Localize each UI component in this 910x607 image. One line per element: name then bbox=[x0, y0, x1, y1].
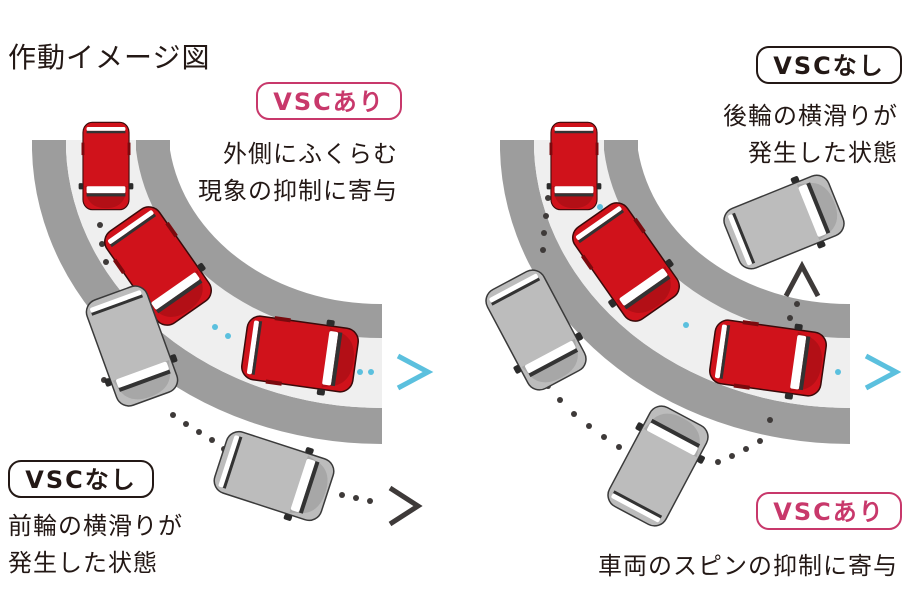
left-red-car-1 bbox=[78, 121, 134, 211]
right-vsc-on-desc: 車両のスピンの抑制に寄与 bbox=[598, 548, 898, 585]
left-vsc-off-desc-line-1: 前輪の横滑りが bbox=[8, 512, 183, 540]
left-vsc-off-arrow bbox=[388, 485, 423, 527]
left-vsc-off-badge: VSCなし bbox=[8, 460, 154, 498]
right-red-car-1 bbox=[546, 121, 602, 211]
left-vsc-off-desc: 前輪の横滑りが 発生した状態 bbox=[8, 508, 183, 582]
left-vsc-on-desc: 外側にふくらむ 現象の抑制に寄与 bbox=[198, 136, 398, 210]
right-vsc-off-arrow bbox=[783, 260, 821, 298]
left-vsc-off-path bbox=[97, 222, 373, 504]
right-gray-car-2 bbox=[597, 397, 719, 535]
right-vsc-on-arrow bbox=[864, 353, 902, 391]
right-vsc-off-badge: VSCなし bbox=[756, 46, 902, 84]
right-vsc-on-desc-line-1: 車両のスピンの抑制に寄与 bbox=[598, 552, 898, 580]
left-vsc-on-badge: VSCあり bbox=[256, 82, 402, 120]
right-vsc-off-path bbox=[540, 195, 800, 465]
page-title: 作動イメージ図 bbox=[8, 41, 211, 74]
right-vsc-off-desc-line-2: 発生した状態 bbox=[748, 139, 898, 167]
right-vsc-on-badge: VSCあり bbox=[756, 492, 902, 530]
left-vsc-off-desc-line-2: 発生した状態 bbox=[8, 549, 158, 577]
right-gray-car-3 bbox=[717, 165, 851, 279]
right-vsc-off-desc-line-1: 後輪の横滑りが bbox=[723, 102, 898, 130]
right-vsc-off-desc: 後輪の横滑りが 発生した状態 bbox=[723, 98, 898, 172]
left-vsc-on-desc-line-1: 外側にふくらむ bbox=[223, 140, 398, 168]
left-vsc-on-arrow bbox=[396, 353, 434, 391]
left-vsc-on-desc-line-2: 現象の抑制に寄与 bbox=[198, 177, 398, 205]
